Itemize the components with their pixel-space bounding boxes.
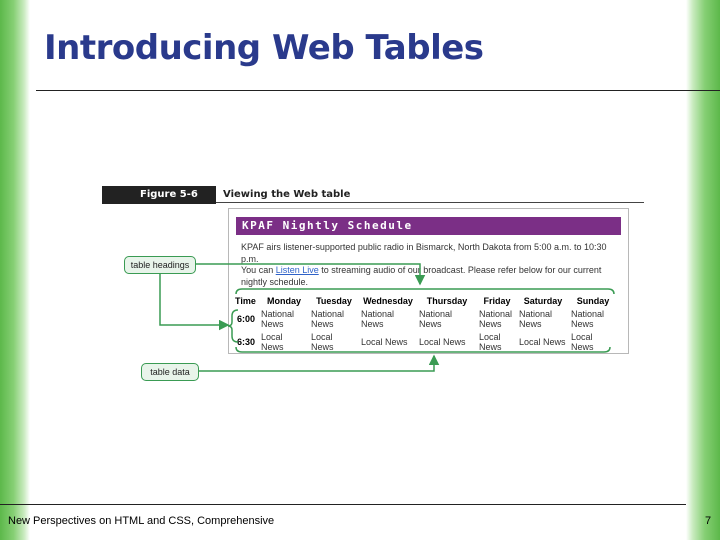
header-cell: Wednesday (363, 295, 413, 306)
header-cell: Time (235, 295, 256, 306)
header-cell: Friday (483, 295, 511, 306)
table-header-row: Time Monday Tuesday Wednesday Thursday F… (235, 294, 617, 307)
header-cell: Monday (266, 295, 301, 306)
table-cell: Local News (311, 332, 334, 352)
table-data-callout: table data (141, 363, 199, 381)
schedule-banner: KPAF Nightly Schedule (236, 217, 621, 235)
header-cell: Sunday (576, 295, 610, 306)
figure-caption: Viewing the Web table (223, 189, 351, 200)
header-cell: Thursday (426, 295, 468, 306)
table-cell: National News (311, 309, 345, 329)
webpage-screenshot: KPAF Nightly Schedule KPAF airs listener… (228, 208, 629, 354)
slide-title: Introducing Web Tables (44, 28, 484, 68)
table-cell: National News (479, 309, 513, 329)
listen-live-link[interactable]: Listen Live (275, 265, 319, 275)
table-cell: National News (571, 309, 605, 329)
headings-connector-down (159, 273, 230, 331)
table-cell: National News (419, 309, 453, 329)
footer-divider (0, 504, 686, 505)
time-cell: 6:30 (237, 337, 256, 347)
figure-header: Figure 5-6 Viewing the Web table (102, 186, 644, 204)
table-cell: Local News (361, 337, 408, 347)
table-row: 6:00 National News National News Nationa… (235, 307, 617, 331)
page-number: 7 (705, 515, 712, 527)
intro-line-1: KPAF airs listener-supported public radi… (241, 242, 607, 264)
time-cell: 6:00 (237, 314, 256, 324)
table-cell: Local News (519, 337, 566, 347)
table-cell: Local News (479, 332, 502, 352)
figure-header-rule (216, 202, 644, 203)
table-cell: National News (361, 309, 395, 329)
data-connector (198, 354, 440, 372)
intro-pre: You can (241, 265, 276, 275)
right-green-edge (686, 0, 720, 540)
table-cell: Local News (261, 332, 284, 352)
title-divider (36, 90, 720, 91)
figure-label: Figure 5-6 (102, 186, 216, 204)
footer-text: New Perspectives on HTML and CSS, Compre… (8, 515, 275, 527)
table-cell: Local News (419, 337, 466, 347)
table-cell: National News (519, 309, 553, 329)
table-cell: National News (261, 309, 295, 329)
table-cell: Local News (571, 332, 594, 352)
left-green-edge (0, 0, 30, 540)
header-cell: Saturday (523, 295, 563, 306)
intro-text: KPAF airs listener-supported public radi… (241, 242, 621, 288)
table-row: 6:30 Local News Local News Local News Lo… (235, 331, 617, 353)
header-cell: Tuesday (316, 295, 352, 306)
table-headings-callout: table headings (124, 256, 196, 274)
schedule-table: Time Monday Tuesday Wednesday Thursday F… (235, 294, 617, 353)
